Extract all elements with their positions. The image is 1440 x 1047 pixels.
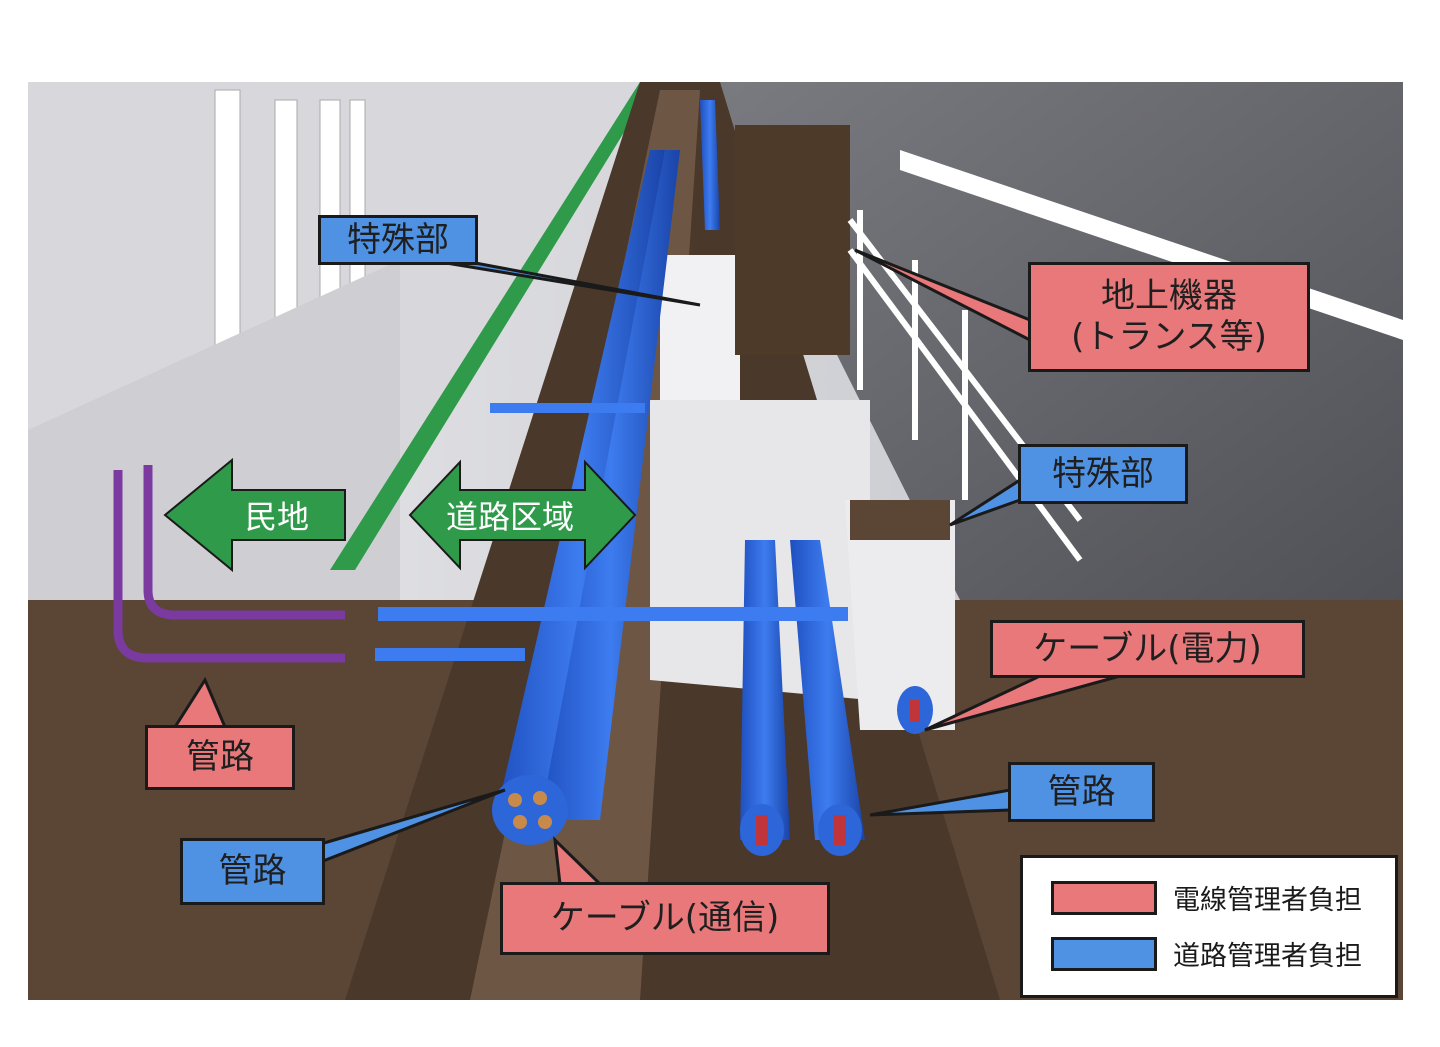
- legend-item-power-manager: 電線管理者負担: [1051, 878, 1362, 917]
- private-conduit: [113, 465, 345, 663]
- ground-equipment-title: 地上機器: [1101, 276, 1237, 317]
- legend-label: 道路管理者負担: [1173, 941, 1362, 972]
- conduit-label-left: 管路: [180, 838, 325, 905]
- conduit-label-right: 管路: [1008, 762, 1155, 822]
- ground-equipment-subtitle: (トランス等): [1071, 317, 1267, 357]
- callout-pointers: [172, 248, 1121, 886]
- legend-label: 電線管理者負担: [1173, 885, 1362, 916]
- special-section-box-right: [845, 500, 955, 730]
- special-section-opening: [850, 500, 950, 540]
- legend: 電線管理者負担 道路管理者負担: [1020, 855, 1398, 998]
- conduit-pipes: [375, 100, 933, 856]
- cable-power-label: ケーブル(電力): [990, 620, 1305, 678]
- legend-swatch-blue: [1051, 936, 1157, 971]
- ground-equipment-transformer: [735, 125, 850, 355]
- private-land-label: 民地: [244, 498, 309, 536]
- special-section-label-right: 特殊部: [1018, 444, 1188, 504]
- ground-equipment-label: 地上機器 (トランス等): [1028, 262, 1310, 372]
- cable-telecom-label: ケーブル(通信): [500, 882, 830, 955]
- legend-swatch-pink: [1051, 880, 1157, 915]
- legend-item-road-manager: 道路管理者負担: [1051, 934, 1362, 973]
- road-area-arrow: [408, 459, 637, 571]
- telecom-cables: [508, 791, 552, 829]
- road-area-label: 道路区域: [445, 498, 574, 536]
- boundary-line: [330, 82, 655, 570]
- special-section-top: [660, 255, 740, 400]
- private-land-arrow: [163, 457, 346, 573]
- special-section-label-left: 特殊部: [318, 215, 478, 265]
- conduit-label-private: 管路: [145, 725, 295, 790]
